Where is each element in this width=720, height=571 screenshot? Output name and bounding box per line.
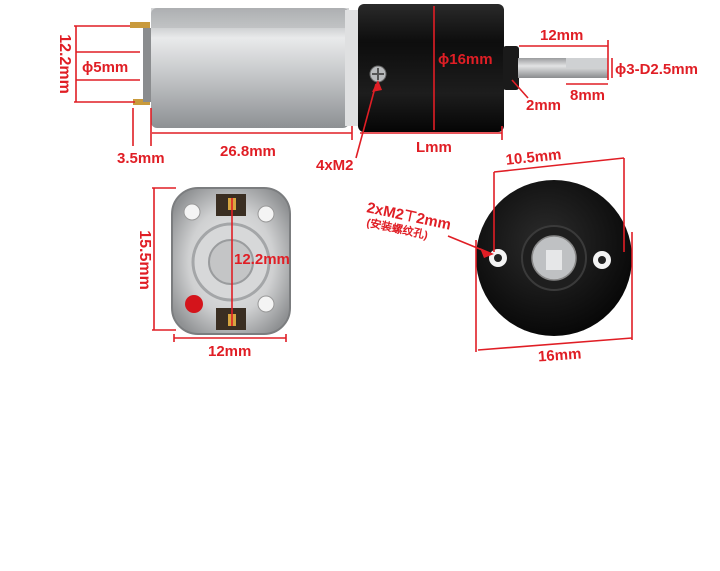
- brush-hole-tr: [257, 205, 275, 223]
- gearbox-body: [358, 4, 504, 132]
- label-terminal: 3.5mm: [117, 150, 165, 167]
- label-motor-len: 26.8mm: [220, 143, 276, 160]
- end-dimensions: [152, 187, 287, 342]
- shaft-shoulder: [503, 46, 519, 90]
- motor-end-view: [171, 187, 291, 335]
- brush-hole-br: [257, 295, 275, 313]
- polarity-dot: [185, 295, 203, 313]
- label-height-left: 12.2mm: [56, 34, 73, 94]
- shaft-flat: [566, 58, 608, 68]
- label-end-width: 12mm: [208, 343, 251, 360]
- face-dimensions: [447, 157, 633, 352]
- terminal-top: [130, 22, 150, 28]
- label-end-height: 15.5mm: [136, 230, 153, 290]
- label-shaft-len: 12mm: [540, 27, 583, 44]
- label-end-inner: 12.2mm: [234, 251, 290, 268]
- terminal-bottom: [133, 99, 150, 105]
- side-dimensions: [74, 6, 613, 159]
- motor-side-view: [130, 4, 608, 132]
- label-gear-len: Lmm: [416, 139, 452, 156]
- label-screws: 4xM2: [316, 157, 354, 174]
- label-shaft-d5: ϕ5mm: [82, 59, 128, 76]
- end-bearing-center: [208, 239, 254, 285]
- label-shoulder: 2mm: [526, 97, 561, 114]
- label-shaft-dd: ϕ3-D2.5mm: [615, 61, 698, 78]
- gearbox-face-view: [476, 180, 632, 336]
- face-shaft-d: [546, 250, 562, 270]
- brush-hole-tl: [183, 203, 201, 221]
- label-gear-dia: ϕ16mm: [438, 51, 493, 68]
- label-shaft-flat: 8mm: [570, 87, 605, 104]
- motor-endcap: [143, 28, 153, 102]
- label-hole-spacing: 10.5mm: [505, 146, 562, 169]
- motor-collar: [345, 10, 359, 126]
- label-face-dia: 16mm: [537, 346, 581, 366]
- motor-can: [151, 8, 349, 128]
- motor-can-flat: [151, 8, 349, 28]
